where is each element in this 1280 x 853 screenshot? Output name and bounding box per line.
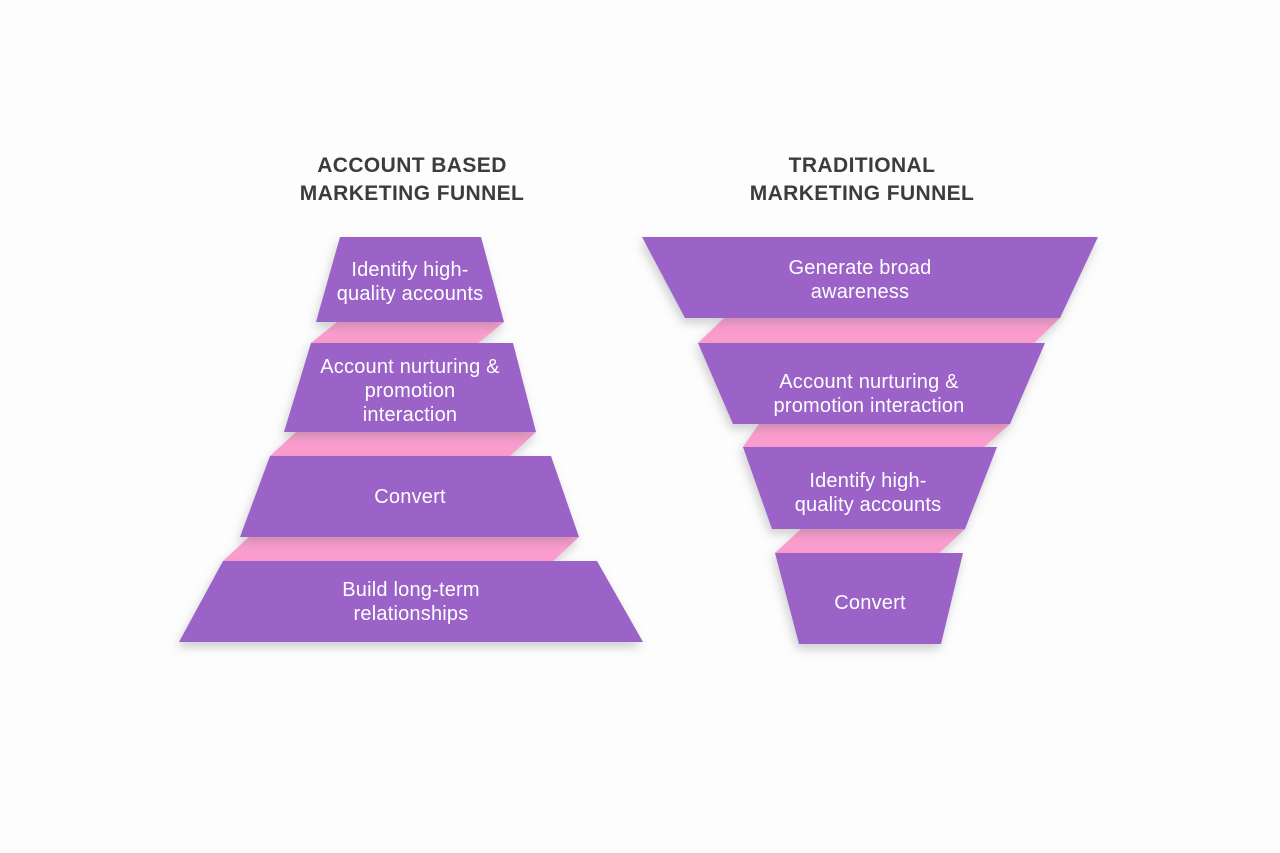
- abm-funnel-tier-2-label: Account nurturing & promotion interactio…: [320, 356, 500, 426]
- traditional-funnel-tier-4-shape: [775, 553, 963, 644]
- abm-funnel-tier-3-shape: [240, 456, 579, 537]
- abm-funnel-ribbon-1: [311, 322, 504, 343]
- abm-funnel-tier-1-label: Identify high- quality accounts: [336, 259, 484, 305]
- traditional-funnel-ribbon-2: [743, 424, 1010, 447]
- abm-funnel-tier-4-label: Build long-term relationships: [342, 579, 480, 625]
- abm-funnel-title: ACCOUNT BASED MARKETING FUNNEL: [299, 154, 525, 205]
- traditional-funnel-ribbon-3: [775, 529, 965, 553]
- abm-funnel-ribbon-3: [223, 537, 579, 561]
- abm-funnel-shapes: [179, 237, 643, 642]
- traditional-funnel-tier-2-shape: [698, 343, 1045, 424]
- abm-funnel-tier-1-shape: [316, 237, 504, 322]
- traditional-funnel-tier-1-label: Generate broad awareness: [788, 257, 932, 303]
- traditional-funnel-tier-2-label: Account nurturing & promotion interactio…: [773, 371, 965, 417]
- traditional-funnel-title: TRADITIONAL MARKETING FUNNEL: [749, 154, 975, 205]
- abm-funnel-ribbon-2: [270, 432, 536, 456]
- traditional-funnel-tier-3-shape: [743, 447, 997, 529]
- traditional-funnel-tier-3-label: Identify high- quality accounts: [794, 470, 942, 516]
- traditional-funnel-tier-1-shape: [642, 237, 1098, 318]
- traditional-funnel-tier-4-label: Convert: [834, 592, 906, 614]
- abm-funnel-tier-4-shape: [179, 561, 643, 642]
- traditional-funnel-ribbon-1: [698, 318, 1060, 343]
- abm-funnel-tier-2-shape: [284, 343, 536, 432]
- abm-funnel-tier-3-label: Convert: [374, 486, 446, 508]
- traditional-funnel-shapes: [642, 237, 1098, 644]
